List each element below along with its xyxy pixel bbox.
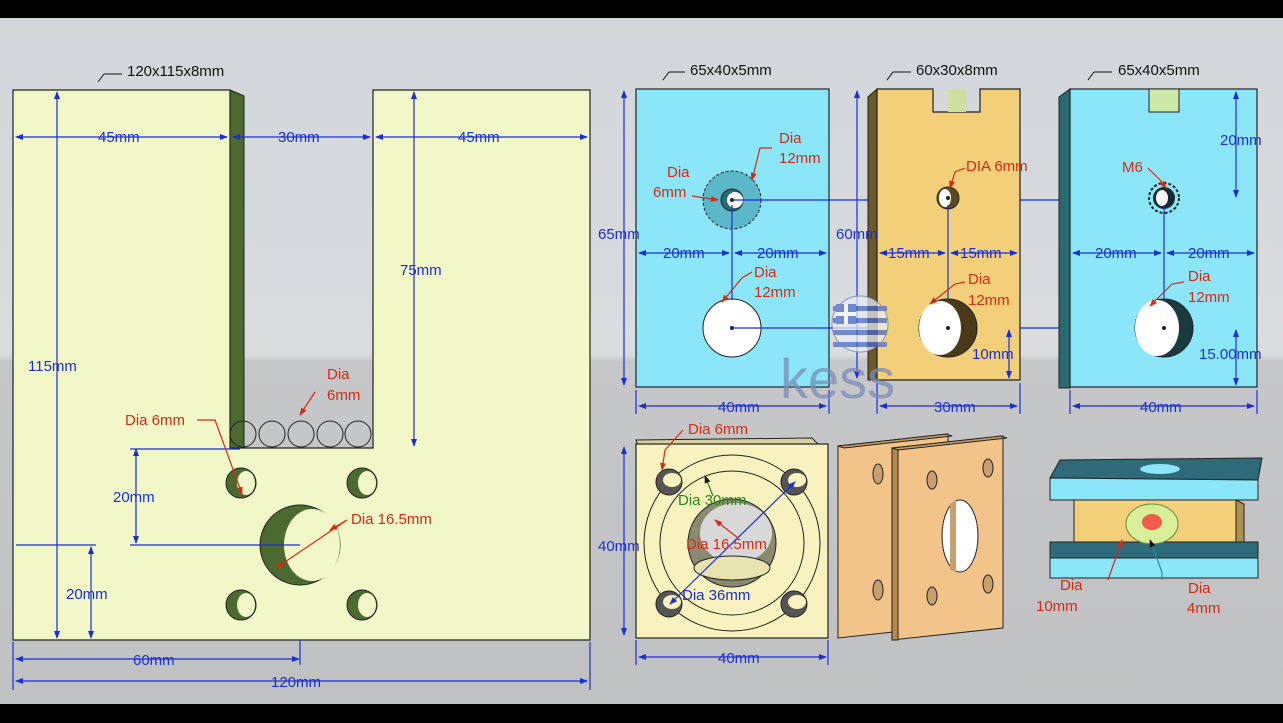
dim-w-120: 120mm: [271, 674, 321, 691]
dim-v-20b: 20mm: [66, 586, 108, 603]
callout-a-dia12b-2: 12mm: [754, 284, 796, 301]
callout-b-dia6: DIA 6mm: [966, 158, 1028, 175]
callout-dia-small: Dia 6mm: [125, 412, 185, 429]
dim-c-w-l: 20mm: [1095, 245, 1137, 262]
plate-a-title: 65x40x5mm: [690, 62, 772, 79]
plate-b-dimensions: [854, 71, 1021, 414]
callout-a-dia12a-1: Dia: [779, 130, 802, 147]
flange-labels: Dia 6mm Dia 30mm Dia 16.5mm 40mm Dia 36m…: [598, 421, 767, 667]
dim-b-h: 60mm: [836, 226, 878, 243]
dim-c-h20: 20mm: [1220, 132, 1262, 149]
plate-c-title: 65x40x5mm: [1118, 62, 1200, 79]
callout-c-dia12-1: Dia: [1188, 268, 1211, 285]
callout-dia-slot-1: Dia: [327, 366, 350, 383]
dim-c-h15: 15.00mm: [1199, 346, 1262, 363]
dim-h-total: 115mm: [28, 358, 77, 375]
dim-w-60: 60mm: [133, 652, 175, 669]
dim-w-right: 45mm: [458, 129, 500, 146]
callout-dia-slot-2: 6mm: [327, 387, 360, 404]
dim-b-h10: 10mm: [972, 346, 1014, 363]
dim-b-w-l: 15mm: [888, 245, 930, 262]
callout-f-dia30: Dia 30mm: [678, 492, 746, 509]
dim-b-w: 30mm: [934, 399, 976, 416]
dim-c-w: 40mm: [1140, 399, 1182, 416]
plate-b: [867, 87, 1021, 381]
callout-f-dia6: Dia 6mm: [688, 421, 748, 438]
iso-plates: [837, 433, 1008, 641]
dim-a-h: 65mm: [598, 226, 640, 243]
callout-c-dia12-2: 12mm: [1188, 289, 1230, 306]
dim-b-w-r: 15mm: [960, 245, 1002, 262]
assembly-3d: [1049, 457, 1263, 579]
dim-a-w-l: 20mm: [663, 245, 705, 262]
plate-a-labels: 65x40x5mm Dia 12mm Dia 6mm 65mm 20mm 20m…: [598, 62, 821, 416]
callout-f-dia165: Dia 16.5mm: [686, 536, 767, 553]
callout-as-dia4-2: 4mm: [1187, 600, 1220, 617]
callout-as-dia10-2: 10mm: [1036, 598, 1078, 615]
assembly-labels: Dia 10mm Dia 4mm: [1036, 577, 1220, 617]
dim-f-w: 40mm: [718, 650, 760, 667]
flange-dimensions: [621, 429, 829, 665]
plate-b-title: 60x30x8mm: [916, 62, 998, 79]
callout-a-dia6-2: 6mm: [653, 184, 686, 201]
dim-h-slot: 75mm: [400, 262, 442, 279]
dim-a-w: 40mm: [718, 399, 760, 416]
callout-a-dia6-1: Dia: [667, 164, 690, 181]
assembly-dimensions: [1107, 539, 1163, 581]
dim-w-left: 45mm: [98, 129, 140, 146]
dim-c-w-r: 20mm: [1188, 245, 1230, 262]
dim-v-20a: 20mm: [113, 489, 155, 506]
dim-f-h: 40mm: [598, 538, 640, 555]
callout-b-dia12-1: Dia: [968, 271, 991, 288]
big-plate-labels: 120x115x8mm 45mm 30mm 45mm 75mm 115mm Di…: [28, 63, 500, 691]
callout-a-dia12a-2: 12mm: [779, 150, 821, 167]
callout-dia-large: Dia 16.5mm: [351, 511, 432, 528]
callout-f-dia36: Dia 36mm: [682, 587, 750, 604]
callout-as-dia4-1: Dia: [1188, 580, 1211, 597]
big-plate-title: 120x115x8mm: [127, 63, 224, 80]
plate-c: [1058, 88, 1258, 389]
callout-a-dia12b-1: Dia: [754, 264, 777, 281]
dim-a-w-r: 20mm: [757, 245, 799, 262]
watermark-logo: kess: [780, 295, 895, 410]
dim-w-slot: 30mm: [278, 129, 320, 146]
slot-holes: [229, 420, 372, 448]
plate-b-labels: 60x30x8mm DIA 6mm 60mm 15mm 15mm Dia 12m…: [836, 62, 1028, 416]
watermark-text: kess: [780, 347, 895, 410]
plate-c-dimensions: [1069, 71, 1258, 414]
big-plate-dimensions: [12, 73, 591, 690]
callout-c-m6: M6: [1122, 159, 1143, 176]
callout-b-dia12-2: 12mm: [968, 292, 1010, 309]
callout-as-dia10-1: Dia: [1060, 577, 1083, 594]
plate-c-labels: 65x40x5mm 20mm M6 20mm 20mm Dia 12mm 15.…: [1095, 62, 1262, 416]
